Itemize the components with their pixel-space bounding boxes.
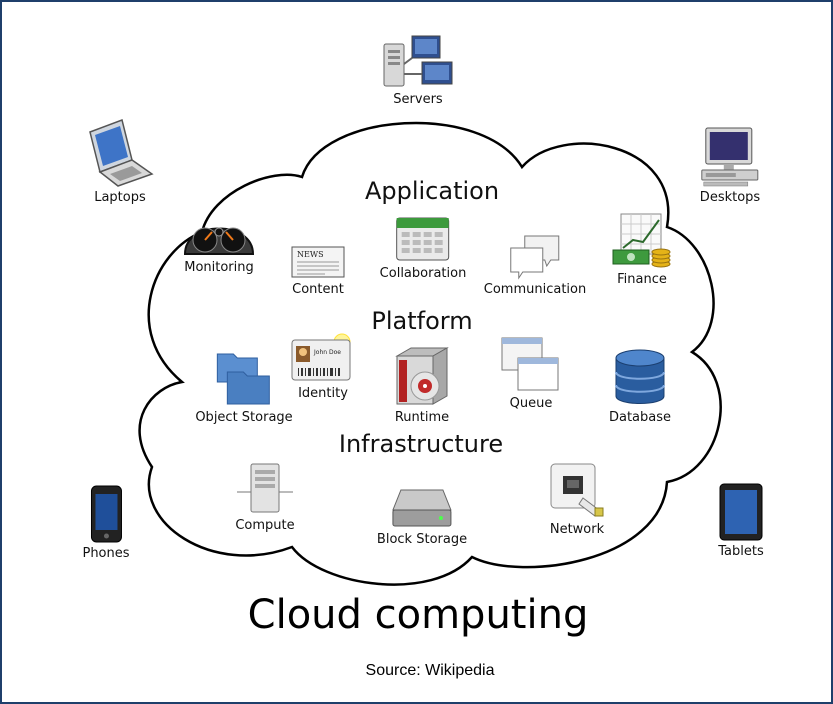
servers-node: Servers xyxy=(378,34,458,107)
collaboration-node: Collaboration xyxy=(379,212,467,281)
runtime-box-disc-icon xyxy=(395,347,449,405)
newspaper-icon: NEWS xyxy=(291,246,345,278)
desktops-label: Desktops xyxy=(699,190,761,205)
finance-node: Finance xyxy=(611,212,673,287)
communication-label: Communication xyxy=(483,282,587,297)
object-storage-node: Object Storage xyxy=(195,348,293,425)
folders-icon xyxy=(216,353,270,405)
gauge-icon xyxy=(183,227,255,255)
phone-icon xyxy=(90,485,122,543)
calendar-icon xyxy=(396,217,450,261)
diagram-title: Cloud computing xyxy=(247,592,589,638)
network-jack-icon xyxy=(550,463,604,517)
laptops-label: Laptops xyxy=(94,190,146,205)
section-platform: Platform xyxy=(371,307,473,335)
hard-drive-icon xyxy=(392,489,452,527)
database-node: Database xyxy=(609,348,671,425)
laptop-icon xyxy=(89,119,154,187)
network-node: Network xyxy=(547,462,607,537)
section-application: Application xyxy=(364,177,500,205)
runtime-node: Runtime xyxy=(391,346,453,425)
tablet-icon xyxy=(719,483,763,541)
laptops-node: Laptops xyxy=(82,118,158,205)
identity-node: John Doe Identity xyxy=(290,332,356,401)
monitoring-node: Monitoring xyxy=(181,210,257,275)
servers-icon xyxy=(383,35,453,87)
id-card-name: John Doe xyxy=(313,349,341,356)
phones-node: Phones xyxy=(82,484,130,561)
finance-chart-money-icon xyxy=(612,213,671,268)
communication-node: Communication xyxy=(484,232,586,297)
windows-queue-icon xyxy=(501,337,559,391)
id-card-icon: John Doe xyxy=(291,333,351,381)
phones-label: Phones xyxy=(82,546,130,561)
runtime-label: Runtime xyxy=(394,410,450,425)
collaboration-label: Collaboration xyxy=(379,266,467,281)
compute-label: Compute xyxy=(235,518,295,533)
tablets-node: Tablets xyxy=(718,482,764,559)
content-label: Content xyxy=(292,282,344,297)
news-masthead: NEWS xyxy=(297,250,324,259)
servers-label: Servers xyxy=(393,92,443,107)
section-infrastructure: Infrastructure xyxy=(338,430,504,458)
database-icon xyxy=(615,349,665,404)
tablets-label: Tablets xyxy=(718,544,764,559)
queue-label: Queue xyxy=(509,396,553,411)
source-caption: Source: Wikipedia xyxy=(365,662,495,679)
speech-bubbles-icon xyxy=(510,235,560,280)
monitoring-label: Monitoring xyxy=(184,260,254,275)
content-node: NEWS Content xyxy=(289,244,347,297)
desktop-icon xyxy=(701,127,759,187)
object-storage-label: Object Storage xyxy=(195,410,293,425)
desktops-node: Desktops xyxy=(700,126,760,205)
database-label: Database xyxy=(608,410,672,425)
queue-node: Queue xyxy=(500,336,562,411)
identity-label: Identity xyxy=(298,386,348,401)
block-storage-label: Block Storage xyxy=(376,532,468,547)
finance-label: Finance xyxy=(617,272,667,287)
compute-node: Compute xyxy=(235,462,295,533)
block-storage-node: Block Storage xyxy=(377,486,467,547)
server-tower-icon xyxy=(237,463,293,513)
network-label: Network xyxy=(549,522,605,537)
